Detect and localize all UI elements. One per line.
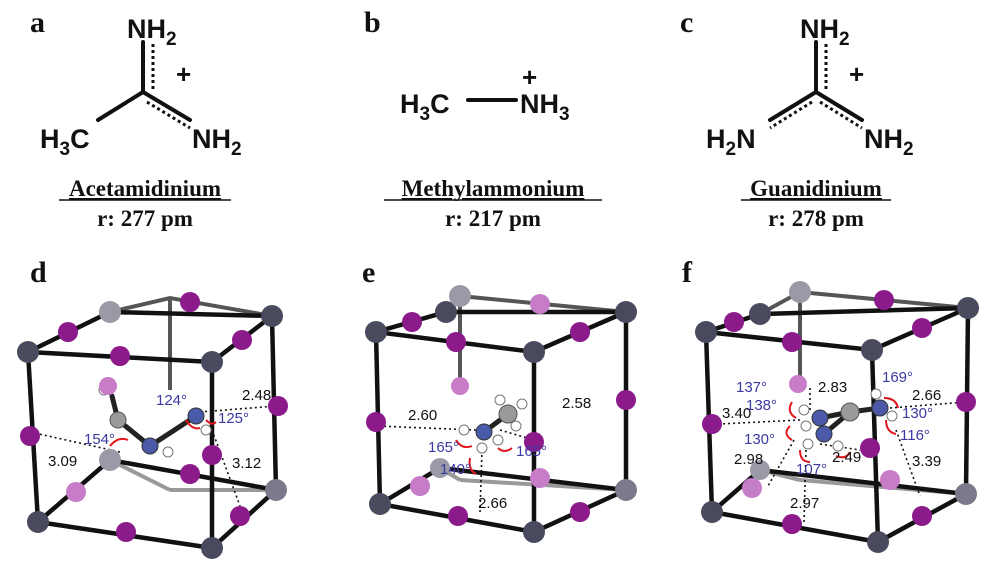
molecule-e: [458, 394, 528, 454]
charge-a: +: [176, 59, 191, 89]
formula-c-left: H: [706, 124, 726, 154]
distance-d-2: 3.09: [48, 453, 77, 470]
atoms-e: [365, 285, 637, 543]
panel-f: f: [682, 256, 979, 553]
angle-f-2: 138°: [746, 397, 777, 414]
panel-a: a NH2 + H3C NH2 Acetamidinium r: 277 pm: [30, 6, 242, 231]
charge-c: +: [849, 59, 864, 89]
panel-letter-c: c: [680, 6, 693, 39]
charge-b: +: [522, 62, 537, 92]
radius-a: r: 277 pm: [97, 206, 193, 231]
panel-letter-e: e: [362, 256, 375, 289]
molecule-d: [98, 384, 212, 458]
name-c: Guanidinium: [750, 176, 882, 201]
distance-f-1: 2.83: [818, 379, 847, 396]
distance-f-2: 2.66: [912, 387, 941, 404]
angle-e-3: 140°: [440, 461, 471, 478]
hbonds-d: [29, 405, 277, 507]
panel-d: d: [17, 256, 288, 559]
guanidinium-structure: NH2 + H2N NH2: [706, 14, 914, 160]
atoms-d: [17, 292, 288, 559]
svg-text:H3C: H3C: [40, 124, 90, 160]
formula-a-right: NH: [192, 124, 231, 154]
name-b: Methylammonium: [402, 176, 585, 201]
angle-d-1: 124°: [156, 392, 187, 409]
angle-d-3: 154°: [84, 431, 115, 448]
panel-letter-b: b: [364, 6, 381, 39]
svg-text:H2N: H2N: [706, 124, 756, 160]
distance-d-3: 3.12: [232, 455, 261, 472]
radius-c: r: 278 pm: [768, 206, 864, 231]
panel-letter-a: a: [30, 6, 45, 39]
formula-a-left: H: [40, 124, 60, 154]
svg-text:NH2: NH2: [864, 124, 914, 160]
angle-e-2: 165°: [516, 443, 547, 460]
angle-arcs-d: [109, 419, 217, 447]
panel-b: b H3C NH3 + Methylammonium r: 217 pm: [364, 6, 602, 231]
panel-letter-d: d: [30, 256, 47, 289]
panel-c: c NH2 + H2N NH2 Guanidinium r: 278 pm: [680, 6, 914, 231]
name-a: Acetamidinium: [69, 176, 221, 201]
angle-arcs-e: [455, 439, 513, 475]
angle-f-4: 130°: [902, 405, 933, 422]
svg-text:NH3: NH3: [520, 89, 570, 125]
distance-f-4: 2.98: [734, 451, 763, 468]
formula-a-top: NH: [127, 14, 166, 44]
angle-f-1: 137°: [736, 379, 767, 396]
svg-text:NH2: NH2: [800, 14, 850, 50]
distance-e-1: 2.60: [408, 407, 437, 424]
angle-f-3: 169°: [882, 369, 913, 386]
formula-c-top: NH: [800, 14, 839, 44]
angle-f-7: 107°: [796, 461, 827, 478]
distance-f-3: 3.40: [722, 405, 751, 422]
distance-e-2: 2.58: [562, 395, 591, 412]
angle-e-1: 165°: [428, 439, 459, 456]
distance-e-3: 2.66: [478, 495, 507, 512]
distance-f-6: 3.39: [912, 453, 941, 470]
panel-e: e: [362, 256, 637, 543]
svg-text:NH2: NH2: [192, 124, 242, 160]
distance-d-1: 2.48: [242, 387, 271, 404]
distance-f-7: 2.97: [790, 495, 819, 512]
svg-text:H3C: H3C: [400, 89, 450, 125]
acetamidinium-structure: NH2 + H3C NH2: [40, 14, 242, 160]
angle-f-6: 116°: [900, 427, 930, 444]
atoms-f: [695, 281, 979, 553]
angle-f-5: 130°: [744, 431, 775, 448]
formula-b-left: H: [400, 89, 420, 119]
methylammonium-structure: H3C NH3 +: [400, 62, 570, 125]
svg-text:NH2: NH2: [127, 14, 177, 50]
angle-d-2: 125°: [218, 410, 249, 427]
distance-f-5: 2.49: [832, 449, 861, 466]
angle-arcs-f: [785, 397, 899, 463]
molecule-f: [798, 388, 898, 452]
formula-b-right: NH: [520, 89, 559, 119]
panel-letter-f: f: [682, 256, 693, 289]
formula-c-right: NH: [864, 124, 903, 154]
radius-b: r: 217 pm: [445, 206, 541, 231]
